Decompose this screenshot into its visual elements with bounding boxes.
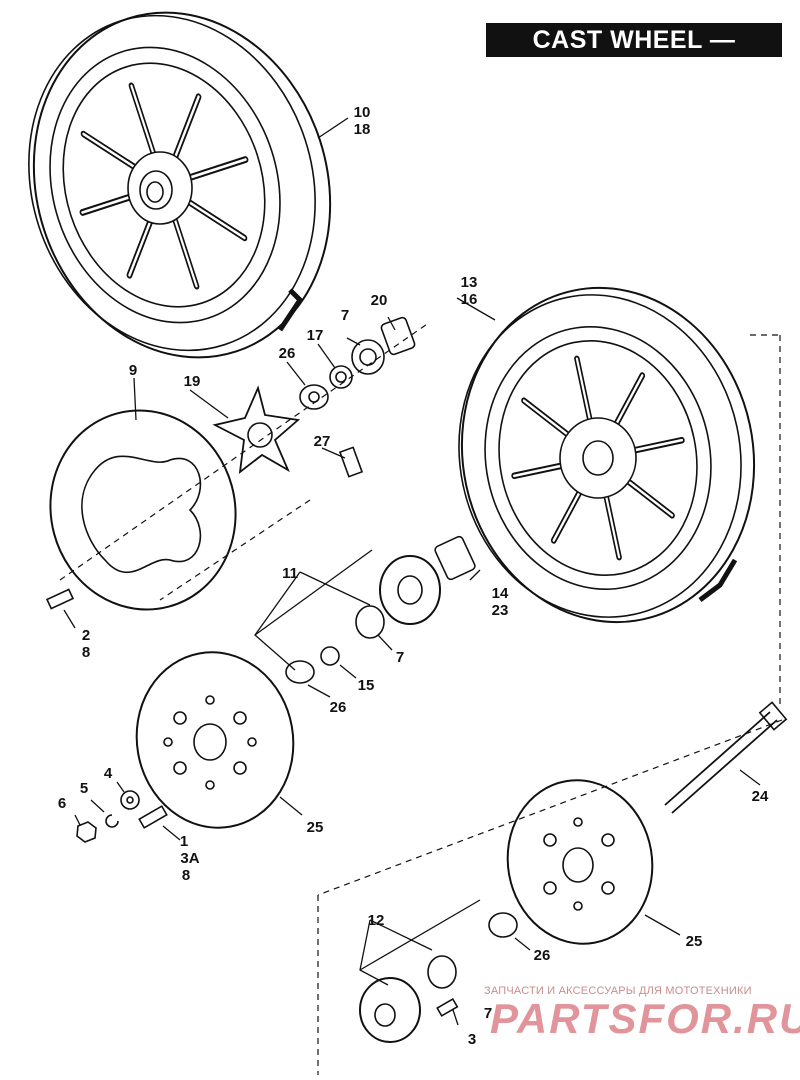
callout-7-lower: 7 [484,1005,492,1022]
leader-lines [63,117,761,1026]
callout-2: 2 [82,627,90,644]
callout-8-left: 8 [82,644,90,661]
sleeve-20 [380,316,416,356]
hub-spider-19 [212,385,301,475]
diagram-title: CAST WHEEL — FRONT [486,23,782,88]
axle-24 [664,701,788,814]
bolt-2 [45,588,75,610]
callout-23: 23 [492,602,509,619]
callout-13: 13 [461,274,478,291]
bolt-1 [138,805,168,829]
callout-25-right: 25 [686,933,703,950]
callout-12: 12 [368,912,385,929]
callout-26-upper: 26 [279,345,296,362]
callout-20: 20 [371,292,388,309]
callout-25-left: 25 [307,819,324,836]
brake-rotor-25-left [135,651,295,829]
nut-6 [76,821,97,843]
callout-16: 16 [461,291,478,308]
watermark-caption: ЗАПЧАСТИ И АКСЕССУАРЫ ДЛЯ МОТОТЕХНИКИ [484,985,752,997]
wheel-hub-11 [285,535,476,684]
callout-3: 3 [468,1031,476,1048]
tab-27 [338,446,364,478]
callout-26-lower: 26 [534,947,551,964]
callout-27: 27 [314,433,331,450]
callout-17: 17 [307,327,324,344]
callout-1: 1 [180,833,188,850]
brake-disc-carrier-9 [49,409,237,611]
wheel-hub-12 [359,912,518,1043]
callout-11: 11 [282,565,298,582]
cast-wheel-rear-view [28,11,332,359]
callout-15: 15 [358,677,375,694]
callout-9: 9 [129,362,137,379]
callout-6: 6 [58,795,66,812]
callout-8-lower: 8 [182,867,190,884]
callout-18: 18 [354,121,371,138]
lock-5 [105,814,119,828]
callout-10: 10 [354,104,371,121]
callout-3A: 3A [180,850,199,867]
callout-24: 24 [752,788,769,805]
callout-7-upper: 7 [341,307,349,324]
callout-26-middle: 26 [330,699,347,716]
callout-7-middle: 7 [396,649,404,666]
callout-labels: 10 18 13 16 20 7 17 26 19 9 27 11 14 23 … [58,104,769,1048]
callout-5: 5 [80,780,88,797]
callout-19: 19 [184,373,201,390]
washer-4 [120,790,140,810]
callout-4: 4 [104,765,113,782]
cast-wheel-front-view [458,286,756,624]
watermark-logo: PARTSFOR.RU [490,995,800,1042]
callout-14: 14 [492,585,509,602]
spacer-26-upper [299,384,329,410]
brake-rotor-25-right [506,779,654,945]
assembly-guide-lines [59,321,783,1075]
